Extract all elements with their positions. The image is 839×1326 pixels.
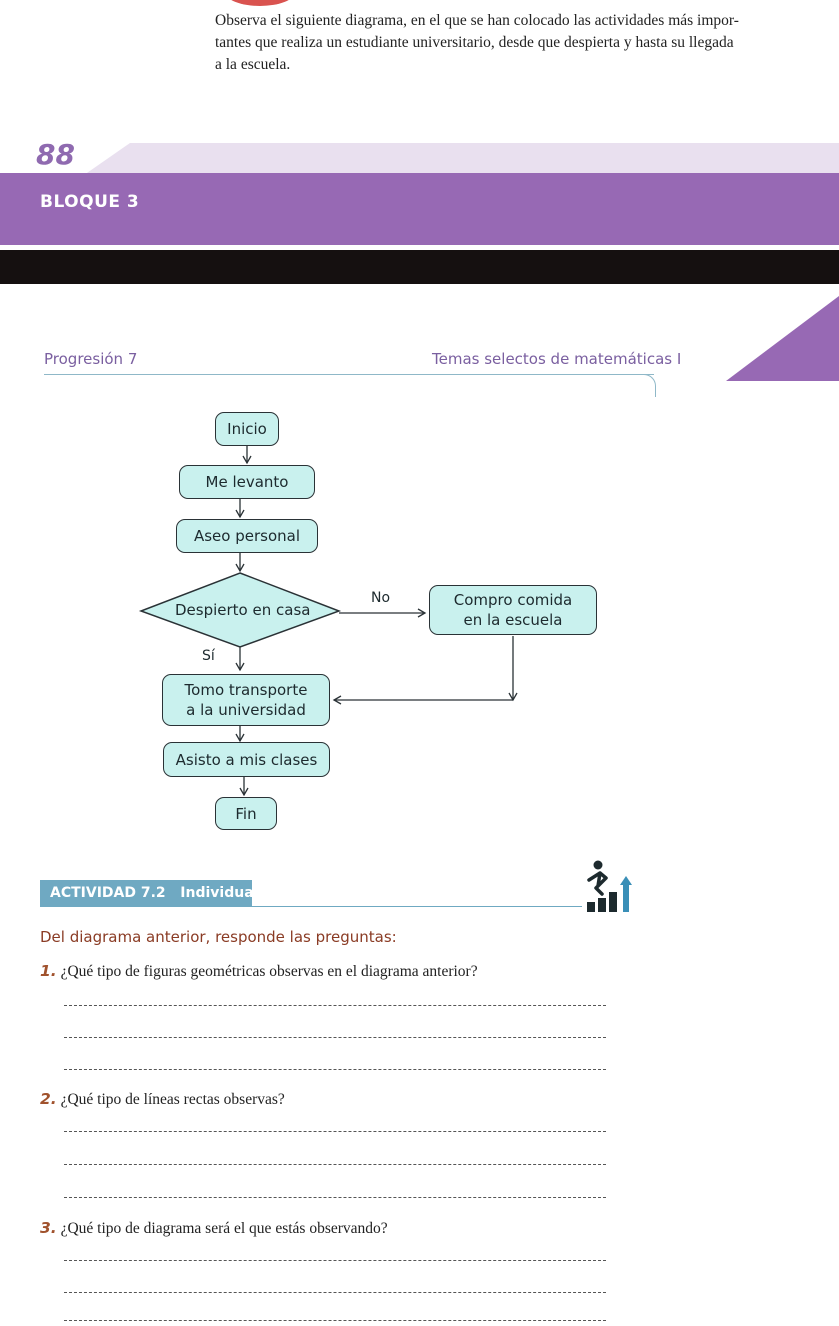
header-white-wedge xyxy=(0,143,130,175)
bloque-title: BLOQUE 3 xyxy=(40,192,140,212)
climbing-stairs-icon xyxy=(587,860,632,912)
answer-line-1a[interactable] xyxy=(64,1005,606,1006)
decision-diamond xyxy=(138,572,342,648)
intro-paragraph: Observa el siguiente diagrama, en el que… xyxy=(215,10,815,76)
activity-divider xyxy=(252,906,582,907)
subject-label: Temas selectos de matemáticas I xyxy=(432,350,682,368)
flow-node-tomo-transporte: Tomo transporte a la universidad xyxy=(162,674,330,726)
answer-line-1c[interactable] xyxy=(64,1069,606,1070)
header-light-band xyxy=(0,143,839,175)
flow-node-start: Inicio xyxy=(215,412,279,446)
flow-node-asisto-clases: Asisto a mis clases xyxy=(163,742,330,777)
decorative-blob xyxy=(225,0,295,6)
question-2-number: 2. xyxy=(40,1090,57,1108)
answer-line-2c[interactable] xyxy=(64,1197,606,1198)
activity-title: ACTIVIDAD 7.2 Individual xyxy=(50,885,259,901)
question-2: 2. ¿Qué tipo de líneas rectas observas? xyxy=(40,1090,285,1109)
activity-instruction: Del diagrama anterior, responde las preg… xyxy=(40,928,397,946)
header-black-band xyxy=(0,250,839,284)
flow-node-end: Fin xyxy=(215,797,277,830)
intro-line-2: tantes que realiza un estudiante univers… xyxy=(215,34,734,51)
question-1: 1. ¿Qué tipo de figuras geométricas obse… xyxy=(40,962,478,981)
question-1-number: 1. xyxy=(40,962,57,980)
question-3: 3. ¿Qué tipo de diagrama será el que est… xyxy=(40,1219,388,1238)
question-1-text: ¿Qué tipo de figuras geométricas observa… xyxy=(60,963,478,980)
section-divider xyxy=(44,374,654,375)
intro-line-3: a la escuela. xyxy=(215,56,291,73)
progresion-label: Progresión 7 xyxy=(44,350,138,368)
answer-line-3b[interactable] xyxy=(64,1292,606,1293)
answer-line-3c[interactable] xyxy=(64,1320,606,1321)
question-3-number: 3. xyxy=(40,1219,57,1237)
intro-line-1: Observa el siguiente diagrama, en el que… xyxy=(215,12,739,29)
flow-node-aseo-personal: Aseo personal xyxy=(176,519,318,553)
flow-node-me-levanto: Me levanto xyxy=(179,465,315,499)
question-3-text: ¿Qué tipo de diagrama será el que estás … xyxy=(60,1220,388,1237)
flowchart-connectors xyxy=(138,446,518,797)
flow-node-compro-comida: Compro comida en la escuela xyxy=(429,585,597,635)
answer-line-2b[interactable] xyxy=(64,1164,606,1165)
activity-band xyxy=(40,880,252,907)
page-number: 88 xyxy=(36,138,75,171)
section-divider-curve xyxy=(640,374,656,397)
no-branch-label: No xyxy=(371,590,391,606)
answer-line-2a[interactable] xyxy=(64,1131,606,1132)
question-2-text: ¿Qué tipo de líneas rectas observas? xyxy=(60,1091,285,1108)
header-purple-band xyxy=(0,173,839,245)
yes-branch-label: Sí xyxy=(202,648,215,664)
decision-label: Despierto en casa xyxy=(175,601,311,619)
answer-line-3a[interactable] xyxy=(64,1260,606,1261)
answer-line-1b[interactable] xyxy=(64,1037,606,1038)
